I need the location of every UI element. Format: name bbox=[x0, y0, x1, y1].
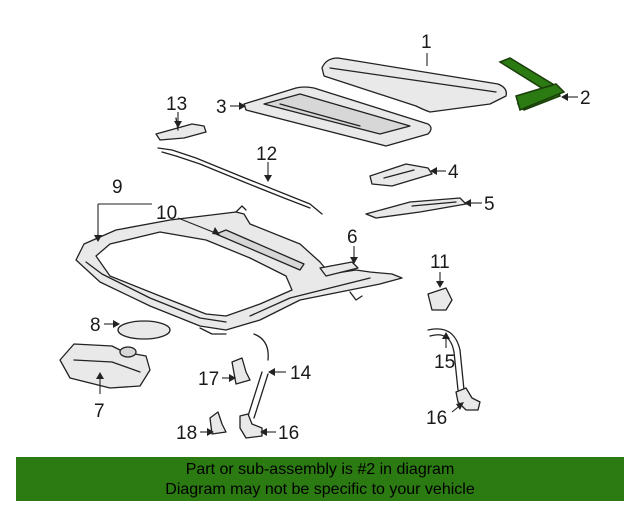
callout-4: 4 bbox=[430, 162, 459, 183]
svg-text:8: 8 bbox=[90, 315, 101, 336]
svg-text:5: 5 bbox=[484, 194, 495, 215]
part-17-clip[interactable] bbox=[231, 357, 251, 385]
svg-text:14: 14 bbox=[290, 363, 312, 384]
callout-1: 1 bbox=[421, 32, 432, 66]
part-12-cable[interactable] bbox=[157, 147, 323, 215]
callout-10: 10 bbox=[156, 203, 220, 235]
svg-text:15: 15 bbox=[434, 352, 455, 373]
part-7-motor[interactable] bbox=[59, 343, 151, 389]
callout-5: 5 bbox=[464, 194, 495, 215]
svg-text:4: 4 bbox=[448, 162, 459, 183]
svg-text:7: 7 bbox=[94, 401, 105, 422]
parts-diagram: 1 2 3 13 12 bbox=[59, 32, 591, 444]
banner-line-2: Diagram may not be specific to your vehi… bbox=[165, 481, 475, 498]
callout-14: 14 bbox=[268, 363, 312, 384]
svg-text:16: 16 bbox=[426, 408, 447, 429]
callout-3: 3 bbox=[216, 97, 246, 118]
part-6-rail[interactable] bbox=[319, 261, 359, 277]
part-18-clip[interactable] bbox=[209, 411, 227, 435]
svg-text:16: 16 bbox=[278, 423, 299, 444]
callout-18: 18 bbox=[176, 423, 214, 444]
part-14-hose[interactable] bbox=[247, 333, 269, 419]
part-10-strip[interactable] bbox=[215, 229, 305, 271]
callout-9: 9 bbox=[94, 177, 152, 242]
callout-7: 7 bbox=[94, 372, 105, 422]
part-8-pad[interactable] bbox=[117, 320, 171, 340]
part-1-glass-panel[interactable] bbox=[321, 57, 507, 113]
info-banner: Part or sub-assembly is #2 in diagram Di… bbox=[16, 457, 624, 501]
callout-15: 15 bbox=[434, 332, 455, 373]
callout-16-right: 16 bbox=[426, 402, 464, 429]
callout-16-left: 16 bbox=[260, 423, 299, 444]
part-2-seal-highlighted[interactable] bbox=[498, 57, 566, 112]
part-11-clip[interactable] bbox=[427, 287, 453, 311]
part-4-guide[interactable] bbox=[369, 163, 433, 187]
svg-text:10: 10 bbox=[156, 203, 177, 224]
svg-text:2: 2 bbox=[580, 88, 591, 109]
svg-text:13: 13 bbox=[166, 94, 187, 115]
svg-text:3: 3 bbox=[216, 97, 227, 118]
callout-2: 2 bbox=[561, 88, 591, 109]
callout-8: 8 bbox=[90, 315, 120, 336]
callout-11: 11 bbox=[430, 252, 450, 288]
callout-17: 17 bbox=[198, 369, 236, 390]
svg-text:18: 18 bbox=[176, 423, 197, 444]
callout-12: 12 bbox=[256, 144, 277, 182]
svg-text:11: 11 bbox=[430, 252, 450, 273]
svg-text:17: 17 bbox=[198, 369, 219, 390]
svg-text:6: 6 bbox=[347, 227, 358, 248]
svg-text:9: 9 bbox=[112, 177, 123, 198]
callout-13: 13 bbox=[166, 94, 187, 128]
banner-line-1: Part or sub-assembly is #2 in diagram bbox=[185, 461, 455, 478]
part-5-guide[interactable] bbox=[365, 197, 467, 219]
part-16-elbow-left[interactable] bbox=[239, 413, 263, 439]
part-3-frame[interactable] bbox=[243, 86, 432, 147]
svg-text:12: 12 bbox=[256, 144, 277, 165]
svg-text:1: 1 bbox=[421, 32, 432, 53]
part-9-housing[interactable] bbox=[75, 205, 403, 335]
callout-6: 6 bbox=[347, 227, 358, 264]
